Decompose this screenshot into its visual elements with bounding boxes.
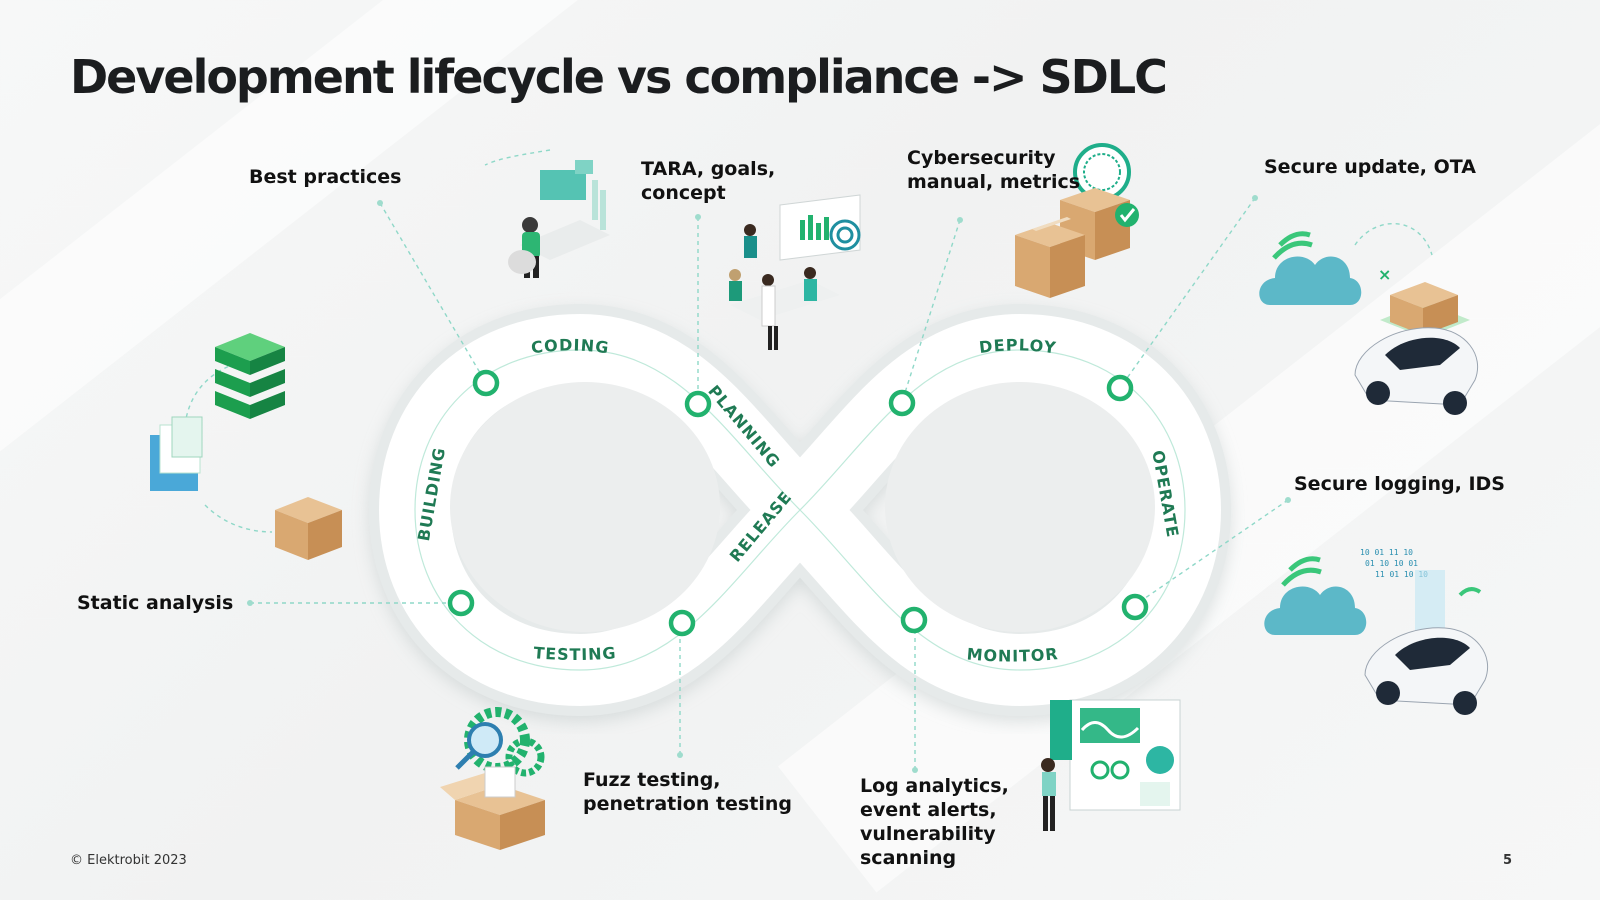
svg-text:01 10 10 01: 01 10 10 01: [1365, 559, 1418, 568]
developer-workstation-icon: [508, 160, 610, 278]
stage-deploy: DEPLOY: [978, 335, 1058, 357]
label-fuzz-testing: Fuzz testing, penetration testing: [583, 769, 792, 815]
milestone-ring: [447, 589, 475, 617]
stage-testing: TESTING: [533, 643, 617, 664]
milestone-ring: [1106, 374, 1134, 402]
milestone-ring: [684, 390, 712, 418]
cloud-ota-car-icon: ×: [1259, 231, 1479, 415]
label-secure-logging: Secure logging, IDS: [1294, 473, 1505, 495]
label-best-practices: Best practices: [249, 166, 402, 188]
milestone-ring: [668, 609, 696, 637]
analytics-dashboard-icon: [1041, 699, 1181, 831]
page-number: 5: [1503, 853, 1513, 868]
label-tara-goals-concept: TARA, goals, concept: [641, 158, 776, 204]
milestone-ring: [472, 369, 500, 397]
certified-package-icon: [1015, 143, 1139, 298]
label-log-analytics: Log analytics, event alerts, vulnerabili…: [860, 775, 1009, 869]
milestone-rings: [447, 369, 1149, 637]
left-loop-center: [450, 382, 720, 632]
stage-coding: CODING: [530, 335, 611, 357]
milestone-ring: [888, 389, 916, 417]
milestone-ring: [900, 606, 928, 634]
label-cybersecurity-manual: Cybersecurity manual, metrics: [907, 147, 1081, 193]
build-pipeline-icon: [150, 333, 342, 560]
svg-text:10 01 11 10: 10 01 11 10: [1360, 548, 1413, 557]
gear-inspection-box-icon: [440, 707, 545, 850]
milestone-ring: [1121, 593, 1149, 621]
band-center-line: [414, 349, 1186, 671]
label-static-analysis: Static analysis: [77, 592, 234, 614]
team-meeting-icon: [729, 194, 861, 350]
right-loop-center: [885, 382, 1155, 632]
svg-text:11 01 10 10: 11 01 10 10: [1375, 570, 1428, 579]
stage-monitor: MONITOR: [966, 644, 1059, 665]
cloud-data-car-icon: 10 01 11 10 01 10 10 01 11 01 10 10: [1264, 548, 1489, 715]
page-title: Development lifecycle vs compliance -> S…: [70, 50, 1168, 104]
label-secure-update: Secure update, OTA: [1264, 156, 1476, 178]
svg-text:×: ×: [1378, 265, 1391, 284]
copyright: © Elektrobit 2023: [70, 853, 187, 868]
